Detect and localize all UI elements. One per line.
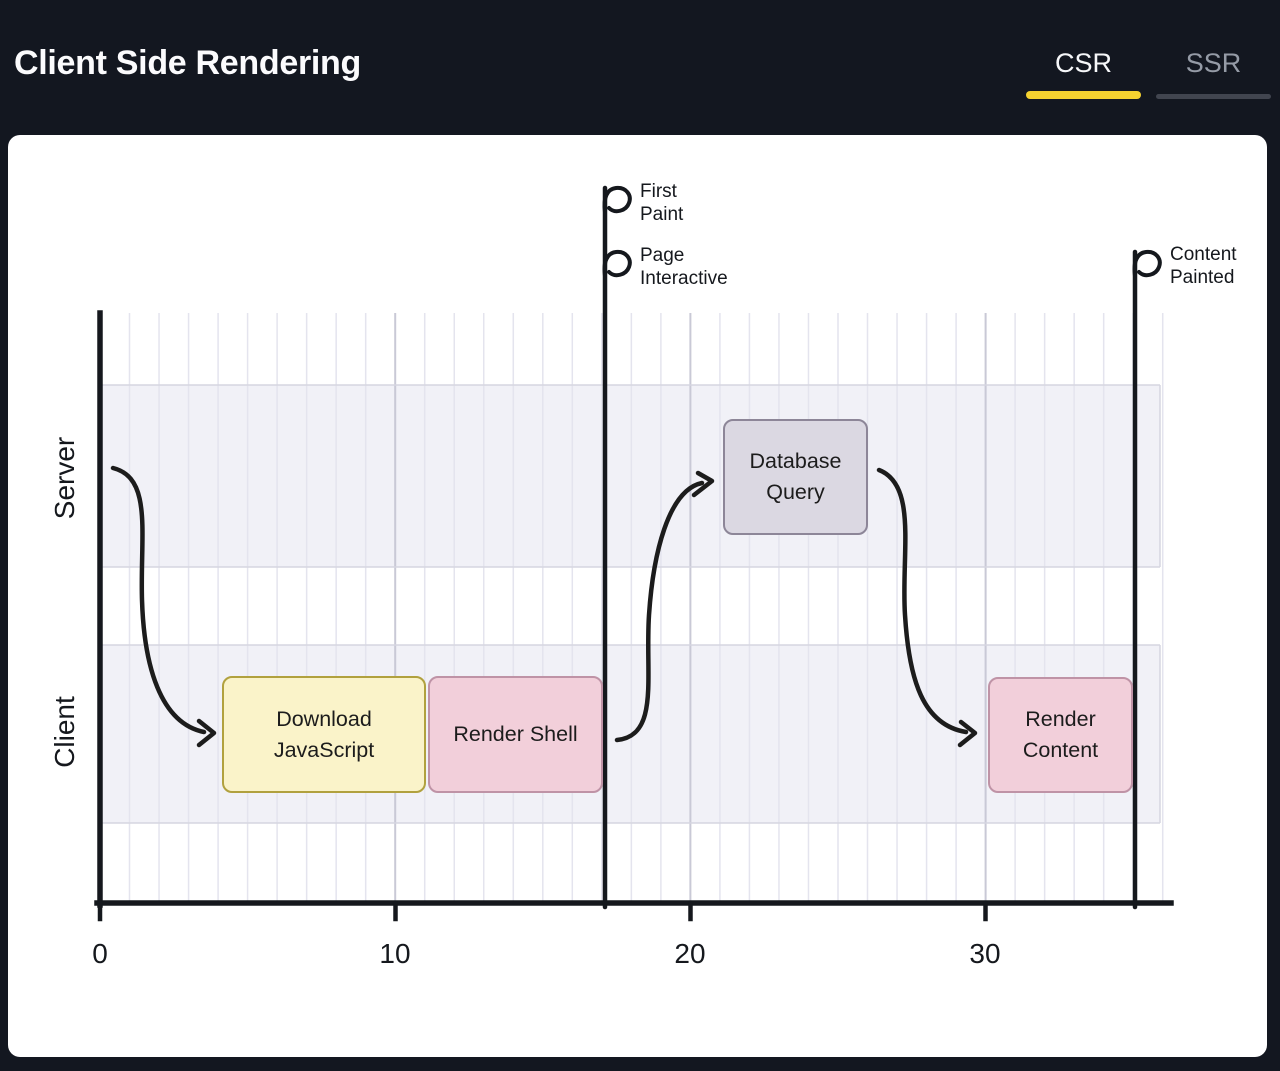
milestone-markers xyxy=(602,185,1162,910)
x-tick-0: 0 xyxy=(92,938,108,969)
x-tick-10: 10 xyxy=(379,938,411,969)
tab-bar: CSR SSR xyxy=(1026,48,1271,99)
arrow-start-to-download-head xyxy=(196,718,217,748)
task-database-query: Database Query xyxy=(723,419,868,535)
arrow-shell-to-query-head xyxy=(691,470,715,498)
task-render-content: Render Content xyxy=(988,677,1133,793)
page-interactive-flag-icon xyxy=(602,249,632,278)
milestone-label-page-interactive: Page Interactive xyxy=(640,245,728,289)
header: Client Side Rendering CSR SSR xyxy=(0,0,1280,135)
lane-band-edges xyxy=(100,384,1161,824)
tab-csr-label: CSR xyxy=(1054,48,1112,78)
first-paint-flag-icon xyxy=(602,185,632,214)
chart-panel: Server Client 0 10 20 30 First Paint Pag… xyxy=(8,135,1267,1057)
task-download-javascript: Download JavaScript xyxy=(222,676,426,793)
task-label: Render Shell xyxy=(453,722,578,746)
milestone-label-first-paint: First Paint xyxy=(640,181,684,225)
arrow-query-to-content-head xyxy=(957,719,978,748)
tab-csr[interactable]: CSR xyxy=(1026,48,1141,99)
task-label: Database Query xyxy=(749,449,842,504)
flow-arrows xyxy=(110,465,978,748)
active-tab-indicator xyxy=(1026,91,1141,99)
tab-ssr-label: SSR xyxy=(1185,48,1242,78)
page-title: Client Side Rendering xyxy=(14,44,361,82)
lane-label-server: Server xyxy=(49,436,80,520)
inactive-tab-indicator xyxy=(1156,94,1271,99)
task-label: Render Content xyxy=(1022,707,1099,762)
axes xyxy=(94,310,1174,922)
x-tick-20: 20 xyxy=(674,938,706,969)
arrow-shell-to-query xyxy=(614,480,705,743)
task-render-shell: Render Shell xyxy=(428,676,603,793)
server-lane-band xyxy=(100,385,1160,567)
arrow-start-to-download xyxy=(110,465,207,735)
chart-canvas xyxy=(94,185,1174,922)
lane-label-client: Client xyxy=(49,696,80,768)
content-painted-flag-icon xyxy=(1132,249,1162,278)
arrow-query-to-content xyxy=(876,467,969,735)
milestone-label-content-painted: Content Painted xyxy=(1170,244,1237,288)
tab-ssr[interactable]: SSR xyxy=(1156,48,1271,99)
x-tick-30: 30 xyxy=(969,938,1001,969)
task-label: Download JavaScript xyxy=(273,706,375,762)
